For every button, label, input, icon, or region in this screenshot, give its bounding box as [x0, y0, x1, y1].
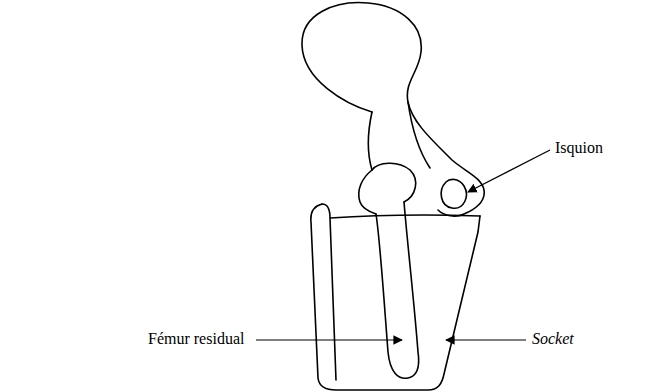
part-label: Isquion — [555, 138, 603, 157]
socket-rim — [322, 204, 480, 380]
greater-trochanter — [359, 170, 376, 214]
acetabulum — [368, 102, 430, 170]
part-label: Fémur residual — [148, 329, 244, 348]
ischium — [441, 179, 466, 208]
leader-line — [468, 150, 550, 192]
socket-outline — [311, 204, 480, 390]
femur-head — [372, 163, 416, 202]
residual-femur — [376, 202, 419, 378]
leader-line — [256, 339, 402, 340]
leader-line — [446, 339, 526, 340]
part-label: Socket — [532, 329, 574, 348]
pelvis-outline — [302, 3, 484, 216]
